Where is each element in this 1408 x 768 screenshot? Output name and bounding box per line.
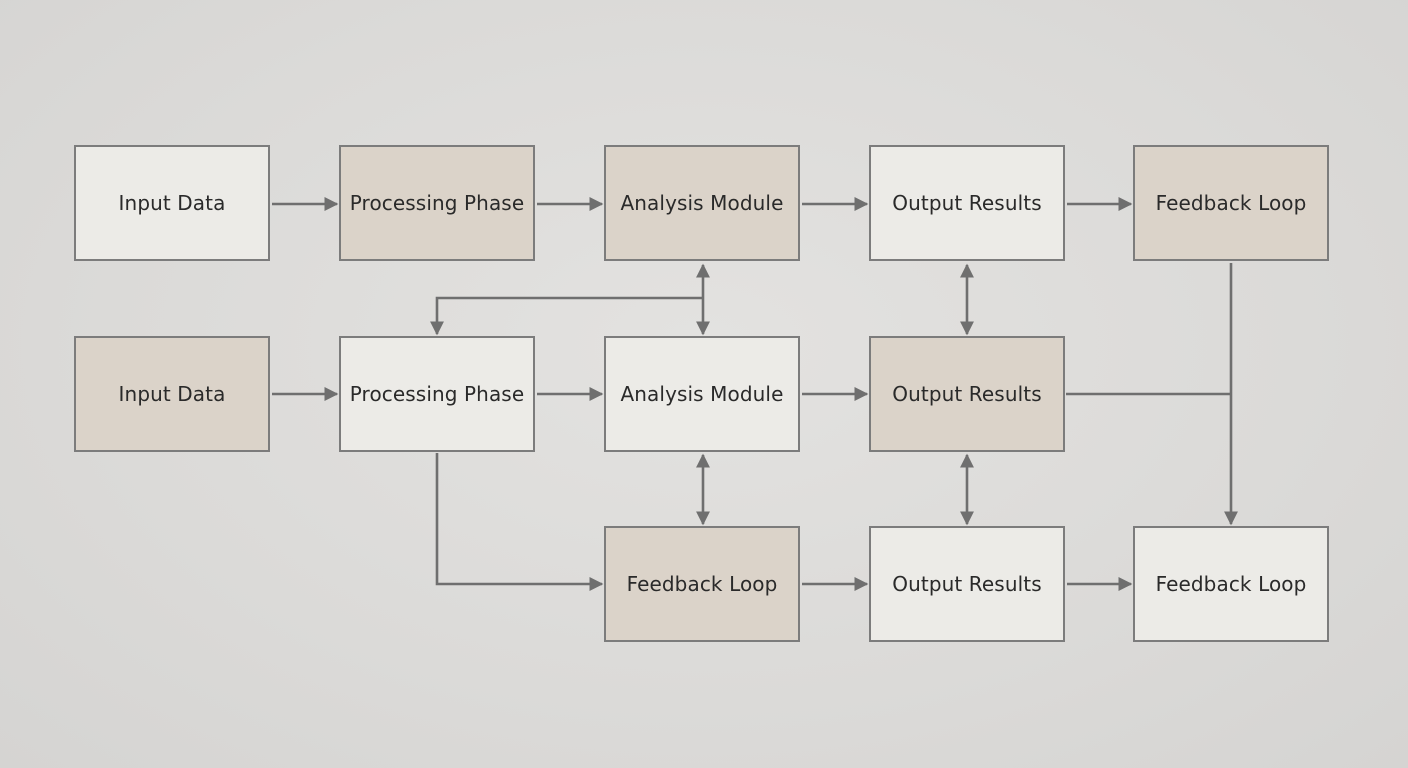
node-analysis-module[interactable]: Analysis Module — [604, 336, 800, 452]
node-label: Output Results — [892, 572, 1042, 596]
node-label: Processing Phase — [349, 191, 525, 215]
node-analysis-module[interactable]: Analysis Module — [604, 145, 800, 261]
node-output-results[interactable]: Output Results — [869, 145, 1065, 261]
node-label: Feedback Loop — [1155, 572, 1307, 596]
node-label: Output Results — [892, 191, 1042, 215]
node-label: Feedback Loop — [1155, 191, 1307, 215]
node-feedback-loop[interactable]: Feedback Loop — [1133, 526, 1329, 642]
node-label: Input Data — [118, 382, 226, 406]
node-label: Analysis Module — [620, 382, 784, 406]
node-label: Input Data — [118, 191, 226, 215]
node-label: Processing Phase — [349, 382, 525, 406]
node-output-results[interactable]: Output Results — [869, 526, 1065, 642]
node-processing-phase[interactable]: Processing Phase — [339, 336, 535, 452]
node-label: Feedback Loop — [626, 572, 778, 596]
node-input-data[interactable]: Input Data — [74, 336, 270, 452]
node-feedback-loop[interactable]: Feedback Loop — [1133, 145, 1329, 261]
node-label: Output Results — [892, 382, 1042, 406]
edge-r1c3-r2c2 — [429, 296, 703, 336]
node-label: Analysis Module — [620, 191, 784, 215]
node-feedback-loop[interactable]: Feedback Loop — [604, 526, 800, 642]
edge-r2c2-r3c3 — [435, 453, 604, 592]
node-input-data[interactable]: Input Data — [74, 145, 270, 261]
node-output-results[interactable]: Output Results — [869, 336, 1065, 452]
node-processing-phase[interactable]: Processing Phase — [339, 145, 535, 261]
